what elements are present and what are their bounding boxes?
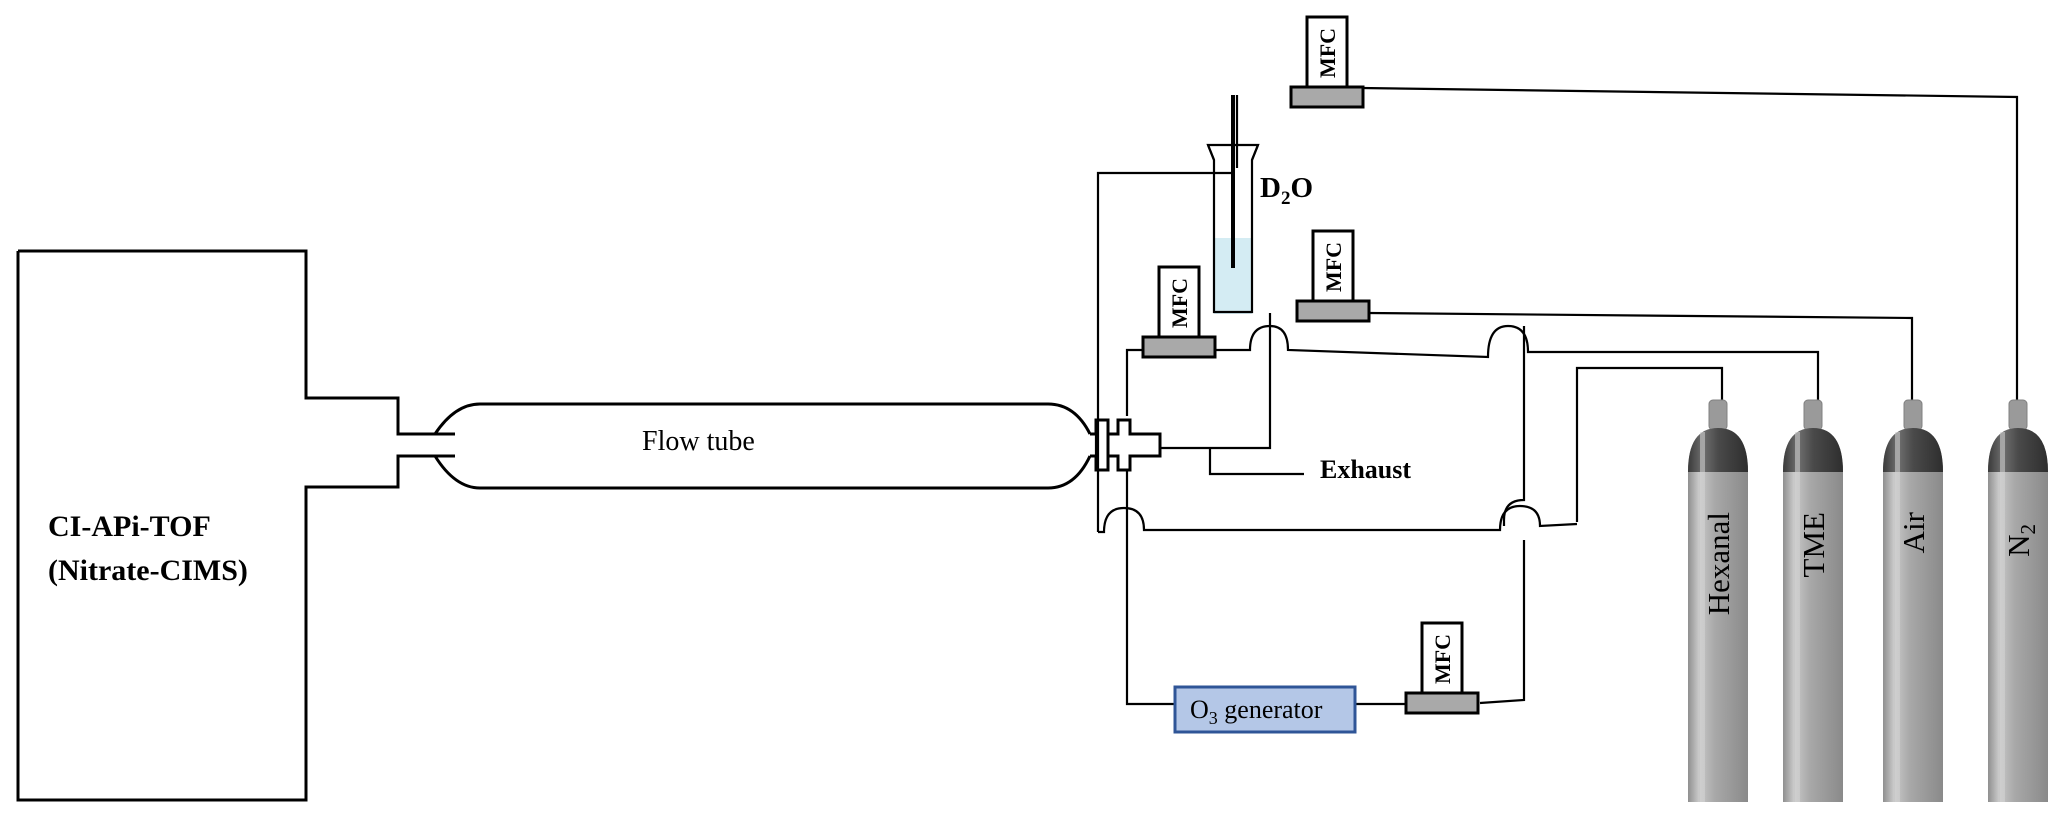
cylinder-tme: TME [1782, 399, 1844, 803]
gas-lines [1096, 86, 2019, 706]
o3-generator-label: O3 generator [1190, 695, 1323, 728]
mfc-bubbler-right-label: MFC [1321, 242, 1346, 292]
cylinder-n2-label: N2 [2001, 524, 2040, 557]
exhaust-label: Exhaust [1320, 455, 1411, 484]
cylinder-air: Air [1882, 399, 1944, 803]
flow-tube [398, 402, 1092, 490]
mfc-top-label: MFC [1315, 28, 1340, 78]
flow-tube-label: Flow tube [642, 426, 755, 457]
d2o-bubbler [1206, 95, 1260, 314]
mfc-bubbler-left: MFC [1141, 265, 1217, 359]
mfc-bubbler-right: MFC [1295, 229, 1371, 323]
d2o-label: D2O [1260, 172, 1313, 209]
mfc-ozone-label: MFC [1430, 634, 1455, 684]
instrument-subtitle: (Nitrate-CIMS) [48, 554, 248, 587]
cylinder-air-label: Air [1896, 511, 1931, 553]
o3-generator: O3 generator [1173, 685, 1357, 734]
cylinder-hexanal-label: Hexanal [1701, 512, 1736, 615]
mfc-bubbler-left-label: MFC [1167, 278, 1192, 328]
mfc-ozone: MFC [1404, 621, 1480, 715]
cylinder-hexanal: Hexanal [1687, 399, 1749, 803]
cross-fitting-left [1090, 418, 1110, 472]
cross-fitting-right [1108, 418, 1162, 472]
mfc-top: MFC [1289, 15, 1365, 109]
cylinder-n2: N2 [1987, 399, 2049, 803]
instrument-name: CI-APi-TOF [48, 510, 211, 543]
cylinder-tme-label: TME [1796, 512, 1831, 577]
